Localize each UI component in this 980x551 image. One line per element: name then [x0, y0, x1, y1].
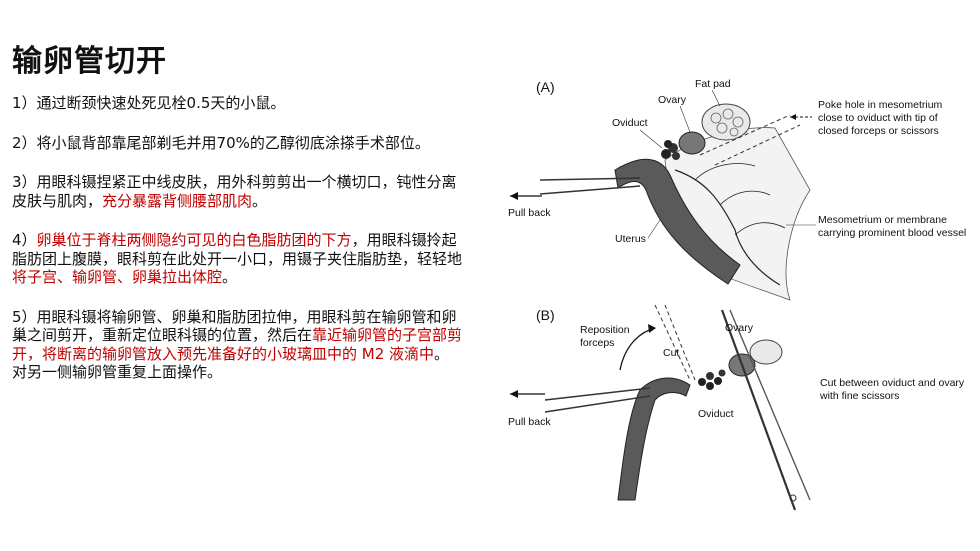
- poke-note-line-3: closed forceps or scissors: [818, 125, 939, 137]
- oviduct: [661, 140, 680, 160]
- panel-b-label: (B): [536, 307, 555, 323]
- pull-back-label-b: Pull back: [508, 416, 551, 428]
- meso-note-line-2: carrying prominent blood vessel: [818, 227, 966, 239]
- step-2: 2）将小鼠背部靠尾部剃毛并用70%的乙醇彻底涂搽手术部位。: [12, 134, 464, 153]
- step-text: 。对另一侧输卵管重复上面操作。: [12, 344, 450, 382]
- forceps-b: [544, 395, 651, 413]
- uterus-label: Uterus: [615, 233, 646, 245]
- step-text: 2）将小鼠背部靠尾部剃毛并用70%的乙醇彻底涂搽手术部位。: [12, 133, 430, 152]
- reposition-forceps-dashed: [664, 304, 696, 381]
- fat-pad-label: Fat pad: [695, 78, 731, 90]
- forceps: [539, 185, 641, 195]
- scissors-handle: [789, 494, 797, 502]
- cut-label: Cut: [663, 347, 679, 359]
- blood-vessel: [674, 169, 781, 286]
- oviduct-b: [698, 369, 726, 390]
- leader-line: [647, 219, 661, 239]
- step-text: 5）用眼科镊将输卵管、卵巢和脂肪团拉伸，用眼科剪在输卵管和卵巢之间剪开，重新定位…: [12, 307, 457, 345]
- ovary: [678, 131, 706, 155]
- step-text: 1）通过断颈快速处死见栓0.5天的小鼠。: [12, 94, 286, 112]
- leader-line: [639, 129, 663, 149]
- step-3: 3）用眼科镊捏紧正中线皮肤，用外科剪剪出一个横切口，钝性分离皮肤与肌肉，充分暴露…: [12, 173, 464, 210]
- step-text: 。: [222, 268, 238, 286]
- scissors-tip: [714, 124, 801, 166]
- blood-vessel: [734, 222, 786, 236]
- reposition-label-line-2: forceps: [580, 337, 614, 349]
- leader-line: [679, 105, 691, 133]
- blood-vessel: [694, 163, 756, 181]
- fine-scissors: [720, 309, 797, 511]
- forceps: [539, 177, 641, 181]
- step-text: ，用眼科镊拎起脂肪团上腹膜，眼科剪在此处开一小口，用镊子夹住脂肪垫，轻轻地: [12, 231, 463, 268]
- oviduct-label-a: Oviduct: [612, 117, 648, 129]
- uterus-b: [617, 377, 691, 501]
- highlight-text: 靠近输卵管的子宫部剪开，将断离的输卵管放入预先准备好的小玻璃皿中的 M2 液滴中: [12, 326, 463, 363]
- arrowhead: [790, 114, 796, 120]
- step-text: 3）用眼科镊捏紧正中线皮肤，用外科剪剪出一个横切口，钝性分离皮肤与肌肉，: [12, 173, 457, 210]
- cut-note-line-2: with fine scissors: [819, 390, 899, 402]
- arrowhead: [510, 390, 518, 398]
- poke-note-line-2: close to oviduct with tip of: [818, 112, 938, 124]
- panel-b: (B) Pull back Reposition for: [508, 304, 965, 511]
- cut-note-line-1: Cut between oviduct and ovary: [820, 377, 965, 389]
- step-text: 。: [252, 191, 268, 210]
- surgery-figure: (A): [508, 78, 966, 511]
- slide-title: 输卵管切开: [12, 44, 167, 79]
- blood-vessel: [719, 190, 771, 206]
- pull-back-label-a: Pull back: [508, 207, 551, 219]
- poke-note-line-1: Poke hole in mesometrium: [818, 99, 943, 111]
- procedure-steps: 1）通过断颈快速处死见栓0.5天的小鼠。 2）将小鼠背部靠尾部剃毛并用70%的乙醇…: [12, 94, 464, 403]
- scissors-tip: [699, 114, 791, 156]
- reposition-label-line-1: Reposition: [580, 324, 630, 336]
- fat-pad-b: [749, 339, 783, 365]
- reposition-forceps-dashed: [654, 304, 691, 381]
- ovary-label-b: Ovary: [725, 322, 754, 334]
- highlight-text: 将子宫、输卵管、卵巢拉出体腔: [12, 268, 223, 286]
- step-text: 4）: [12, 231, 37, 249]
- oviduct-label-b: Oviduct: [698, 408, 734, 420]
- arrowhead: [648, 324, 656, 333]
- uterus: [614, 158, 741, 285]
- highlight-text: 充分暴露背侧腰部肌肉: [102, 191, 253, 210]
- arrowhead: [510, 192, 518, 200]
- ovary-label-a: Ovary: [658, 94, 687, 106]
- panel-a: (A): [508, 78, 966, 301]
- highlight-text: 卵巢位于脊柱两侧隐约可见的白色脂肪团的下方: [36, 231, 352, 249]
- step-4: 4）卵巢位于脊柱两侧隐约可见的白色脂肪团的下方，用眼科镊拎起脂肪团上腹膜，眼科剪…: [12, 231, 464, 287]
- leader-line: [711, 89, 721, 107]
- panel-a-label: (A): [536, 79, 555, 95]
- meso-note-line-1: Mesometrium or membrane: [818, 214, 947, 226]
- step-1: 1）通过断颈快速处死见栓0.5天的小鼠。: [12, 94, 464, 113]
- forceps-b: [544, 387, 651, 401]
- step-5: 5）用眼科镊将输卵管、卵巢和脂肪团拉伸，用眼科剪在输卵管和卵巢之间剪开，重新定位…: [12, 308, 464, 382]
- fine-scissors: [729, 309, 811, 501]
- fat-pad: [701, 103, 751, 141]
